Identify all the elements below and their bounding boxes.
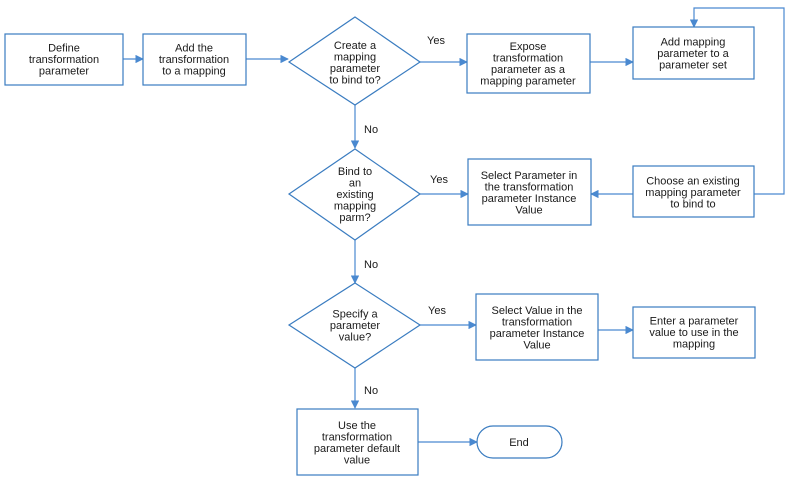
edge-choose-loop-to-set — [689, 7, 785, 195]
create-decision-line: parameter — [330, 63, 380, 75]
expose-line: transformation — [493, 52, 563, 64]
select-value-line: Select Value in the — [492, 305, 583, 317]
select-parameter-line: Select Parameter in — [481, 170, 578, 182]
select-parameter-line: the transformation — [485, 181, 574, 193]
enter-value-line: mapping — [673, 339, 715, 351]
add-to-mapping-line: transformation — [159, 54, 229, 66]
label-specify-yes: Yes — [428, 305, 446, 317]
enter-value-line: Enter a parameter — [650, 316, 739, 328]
add-to-set-line: parameter to a — [657, 48, 729, 60]
create-decision-line: to bind to? — [329, 74, 380, 86]
label-bind-yes: Yes — [430, 174, 448, 186]
bind-decision-line: Bind to — [338, 166, 372, 178]
node-add-to-mapping-box — [142, 33, 247, 86]
define-line: Define — [48, 43, 80, 55]
node-bind-decision-diamond — [287, 148, 422, 241]
specify-decision-line: parameter — [330, 320, 380, 332]
node-choose-existing-box — [632, 165, 755, 218]
node-use-default-box — [296, 408, 419, 476]
label-create-yes: Yes — [427, 35, 445, 47]
create-decision-line: Create a — [334, 40, 377, 52]
select-value-line: parameter Instance — [490, 328, 585, 340]
expose-line: mapping parameter — [480, 75, 576, 87]
choose-existing-line: Choose an existing — [646, 176, 740, 188]
bind-decision-line: mapping — [334, 201, 376, 213]
node-select-value-box — [475, 293, 599, 361]
add-to-mapping-line: to a mapping — [162, 66, 226, 78]
node-add-to-set-box — [632, 26, 755, 80]
node-define-box — [4, 33, 124, 86]
node-end-terminator — [476, 425, 563, 459]
shapes — [4, 16, 756, 476]
define-line: parameter — [39, 66, 89, 78]
choose-existing-line: mapping parameter — [645, 187, 741, 199]
expose-line: parameter as a — [491, 64, 566, 76]
label-bind-no: No — [364, 259, 378, 271]
use-default-line: parameter default — [314, 443, 400, 455]
expose-line: Expose — [510, 41, 547, 53]
create-decision-line: mapping — [334, 51, 376, 63]
node-expose-box — [466, 33, 591, 94]
use-default-line: transformation — [322, 431, 392, 443]
enter-value-line: value to use in the — [649, 327, 738, 339]
node-select-parameter-box — [467, 158, 592, 226]
label-specify-no: No — [364, 385, 378, 397]
bind-decision-line: parm? — [339, 212, 370, 224]
define-line: transformation — [29, 54, 99, 66]
select-value-line: transformation — [502, 316, 572, 328]
node-specify-decision-diamond — [287, 282, 422, 369]
select-value-line: Value — [523, 339, 550, 351]
connectors — [123, 7, 785, 447]
bind-decision-line: existing — [336, 189, 373, 201]
edge-labels: Yes No Yes No Yes No — [364, 35, 448, 397]
node-create-decision-diamond — [287, 16, 422, 106]
select-parameter-line: parameter Instance — [482, 193, 577, 205]
specify-decision-line: value? — [339, 332, 371, 344]
select-parameter-line: Value — [515, 204, 542, 216]
node-enter-value-box — [632, 306, 756, 359]
add-to-set-line: parameter set — [659, 60, 727, 72]
use-default-line: Use the — [338, 420, 376, 432]
label-create-no: No — [364, 124, 378, 136]
end-line: End — [509, 437, 529, 449]
specify-decision-line: Specify a — [332, 309, 378, 321]
use-default-line: value — [344, 454, 370, 466]
choose-existing-line: to bind to — [670, 199, 715, 211]
add-to-set-line: Add mapping — [661, 37, 726, 49]
add-to-mapping-line: Add the — [175, 43, 213, 55]
node-end-label: End — [509, 437, 529, 449]
bind-decision-line: an — [349, 178, 361, 190]
